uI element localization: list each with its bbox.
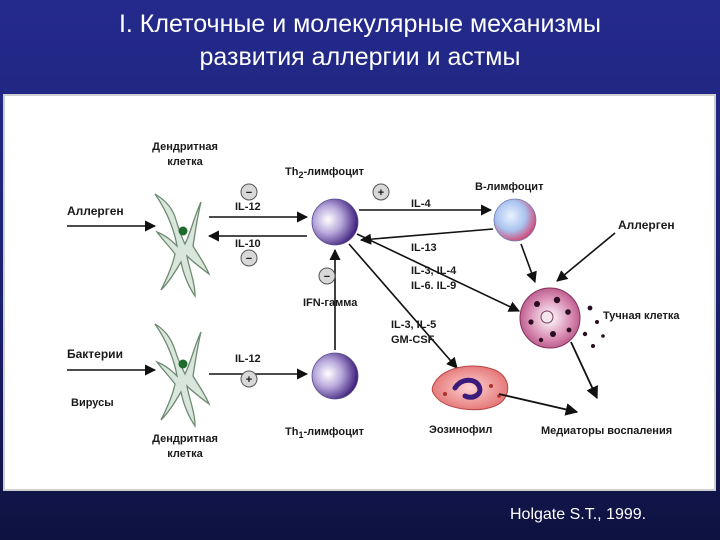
allergen-left-label: Аллерген [67,204,124,218]
il12-bottom-plus-badge [240,370,258,388]
b-lymphocyte [493,198,537,242]
allergen-right-label: Аллерген [618,218,675,232]
allergen-right-arrow [556,232,616,282]
bacteria-label: Бактерии [67,347,123,361]
il4-plus-badge [372,183,390,201]
il12-bottom-label: IL-12 [235,353,261,365]
dendritic-bottom-label-1: Дендритная [152,433,218,445]
th1-lymphocyte [311,352,359,400]
il10-minus-sign: − [246,253,252,265]
mast-cell-label: Тучная клетка [603,310,680,322]
dendritic-top-label-1: Дендритная [152,141,218,153]
il4-label: IL-4 [411,198,431,210]
eosinophil [431,365,509,411]
il4-plus-sign: + [378,187,384,199]
il12-top-minus-badge [240,183,258,201]
il10-label: IL-10 [235,238,261,250]
viruses-label: Вирусы [71,397,114,409]
ifn-minus-sign: − [324,271,330,283]
mediators-label: Медиаторы воспаления [541,425,672,437]
allergy-mechanism-diagram: Дендритная клетка Дендритная клетка Алле… [67,141,680,460]
dendritic-top-label-2: клетка [167,156,203,168]
il12-bottom-plus-sign: + [246,374,252,386]
il-eos-label-2: GM-CSF [391,334,435,346]
il-mast-arrow [356,233,521,312]
mast-cell [519,287,605,349]
title-line-1: I. Клеточные и молекулярные механизмы [118,10,602,38]
b-to-mast-arrow [520,243,537,284]
diagram-panel: Дендритная клетка Дендритная клетка Алле… [3,94,716,491]
ifn-minus-badge [318,267,336,285]
dendritic-nucleus-bottom [178,359,188,369]
th2-lymphocyte [311,198,359,246]
il13-arrow [359,228,494,245]
title-line-2: развития аллергии и астмы [199,43,521,71]
eosinophil-label: Эозинофил [429,424,492,436]
eos-to-mediators-arrow [498,393,579,416]
th1-label: Th1-лимфоцит [285,426,365,440]
il-mast-label-2: IL-6. IL-9 [411,280,456,292]
b-cell-label: В-лимфоцит [475,181,544,193]
il-eos-arrow [348,243,458,369]
slide-title: I. Клеточные и молекулярные механизмы ра… [0,8,720,74]
th2-label: Th2-лимфоцит [285,166,365,180]
citation: Holgate S.T., 1999. [510,506,647,523]
dendritic-cell-bottom [154,323,211,429]
dendritic-bottom-label-2: клетка [167,448,203,460]
mast-to-mediators-arrow [570,341,598,400]
il-eos-label-1: IL-3, IL-5 [391,319,436,331]
ifn-label: IFN-гамма [303,297,358,309]
il13-label: IL-13 [411,242,437,254]
il10-minus-badge [240,249,258,267]
dendritic-cell-top [154,193,211,299]
il12-top-label: IL-12 [235,201,261,213]
il-mast-label-1: IL-3, IL-4 [411,265,457,277]
il12-top-minus-sign: − [246,187,252,199]
dendritic-nucleus-top [178,226,188,236]
